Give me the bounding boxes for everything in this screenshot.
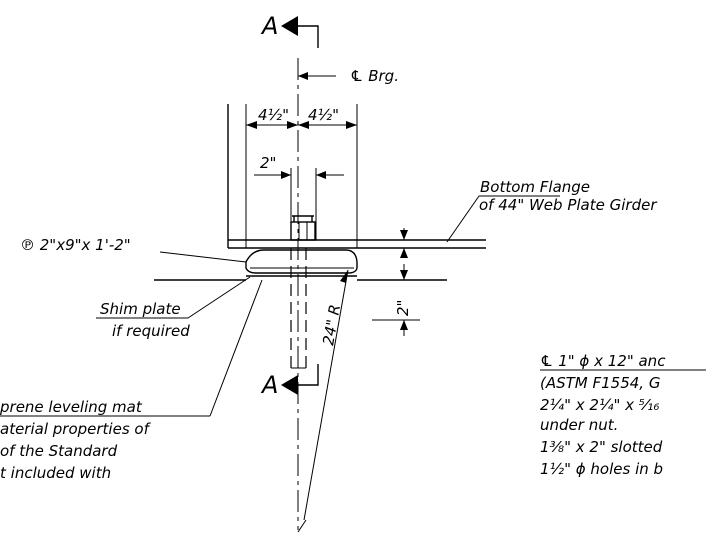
note-line-3: 2¼" x 2¼" x ⁵⁄₁₆ bbox=[540, 396, 659, 414]
neoprene-label-3: of the Standard bbox=[0, 442, 118, 460]
note-line-2: (ASTM F1554, G bbox=[540, 374, 660, 392]
radius-label: 24" R bbox=[319, 303, 344, 347]
neoprene-label-1: prene leveling mat bbox=[0, 398, 143, 416]
bottom-flange-label-1: Bottom Flange bbox=[480, 178, 590, 196]
section-arrow-bottom bbox=[281, 375, 298, 395]
note-line-5: 1⅜" x 2" slotted bbox=[540, 438, 663, 456]
note-line-1: ℄ 1" ϕ x 12" anc bbox=[540, 352, 666, 370]
anchor-nut bbox=[290, 221, 316, 241]
bottom-flange-leader bbox=[446, 195, 480, 243]
plate-label: ℗ 2"x9"x 1'-2" bbox=[20, 236, 131, 254]
dim-slot-label: 2" bbox=[260, 154, 276, 172]
bearing-plate bbox=[245, 249, 358, 274]
note-line-6: 1½" ϕ holes in b bbox=[540, 460, 663, 478]
centerline-bearing-label: ℄ Brg. bbox=[350, 67, 399, 85]
bottom-flange-label-2: of 44" Web Plate Girder bbox=[479, 196, 657, 214]
plate-leader bbox=[159, 251, 247, 263]
section-cut-line-bottom bbox=[296, 364, 319, 386]
dim-vertical-label: 2" bbox=[394, 300, 412, 316]
section-mark-bottom: A bbox=[260, 371, 278, 399]
note-line-4: under nut. bbox=[540, 416, 618, 434]
shim-label-1: Shim plate bbox=[100, 300, 181, 318]
section-mark-top: A bbox=[260, 12, 278, 40]
radius-line bbox=[303, 269, 349, 521]
dim-right-half-label: 4½" bbox=[308, 106, 339, 124]
section-cut-line-top bbox=[296, 25, 319, 48]
neoprene-label-2: aterial properties of bbox=[0, 420, 152, 438]
neoprene-leader bbox=[209, 279, 263, 417]
shim-leader bbox=[187, 276, 251, 319]
neoprene-label-4: t included with bbox=[0, 464, 111, 482]
section-arrow-top bbox=[281, 16, 298, 36]
shim-label-2: if required bbox=[112, 322, 190, 340]
dim-left-half-label: 4½" bbox=[258, 106, 289, 124]
